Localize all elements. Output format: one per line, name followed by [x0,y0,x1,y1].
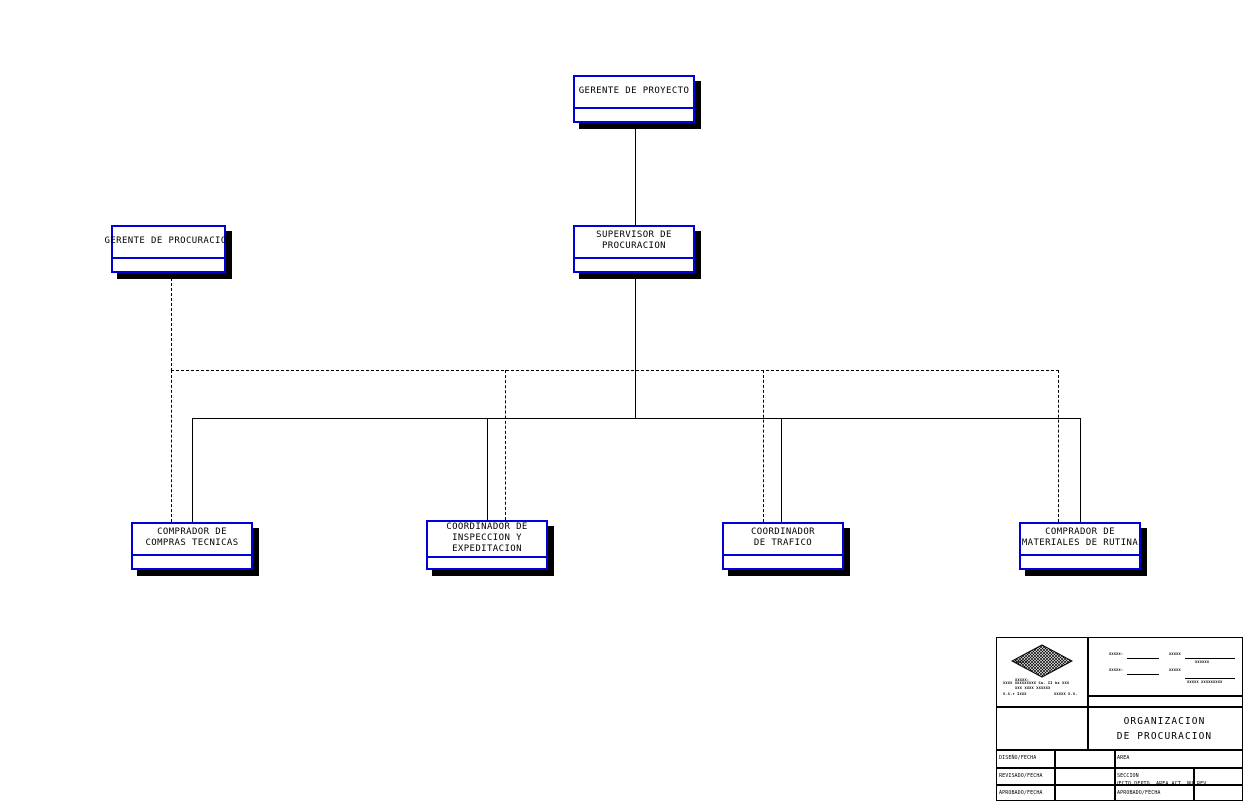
node-label: SUPERVISOR DE PROCURACION [596,230,672,251]
tb-field-b-label: XXXXX: [1109,668,1124,672]
tb-label-codigo-proyecto: PROYECTO DEPTO. AREA ACT. NUMERO [1117,781,1193,787]
tb-rule-col-3 [1193,767,1195,801]
edge-supervisor-bus [635,273,636,419]
title-block: XXXX XXXXXXXXX Sa. II bx XXX XXX XXXX XX… [996,637,1243,801]
company-logo-icon [1011,644,1073,678]
tb-label-area: AREA [1117,755,1130,761]
drawing-title: ORGANIZACION DE PROCURACION [1087,708,1242,749]
node-coordinador-inspeccion-expeditacion[interactable]: COORDINADOR DE INSPECCION Y EXPEDITACION [426,520,554,576]
dashed-drop-trafico [763,370,764,522]
node-frame [722,522,844,570]
node-gerente-procuracion[interactable]: GERENTE DE PROCURACION [105,225,232,279]
tb-rule-horizontal-fields [1087,695,1242,697]
drawing-title-line2: DE PROCURACION [1116,730,1213,742]
tb-label-revision: REV. [1197,781,1210,787]
node-divider [426,556,548,558]
tb-rule-col-2 [1114,749,1116,801]
solid-drop-compras-tecnicas [192,418,193,522]
tb-field-a-label: XXXXX: [1109,652,1124,656]
node-frame [573,225,695,273]
logo-text-line2: XXX XXXX XXXXXX [1015,686,1051,690]
tb-field-e-rule [1185,678,1235,679]
dashed-drop-materiales-rutina [1058,370,1059,522]
dashed-drop-compras-tecnicas [171,370,172,522]
solid-drop-inspeccion [487,418,488,520]
node-supervisor-procuracion[interactable]: SUPERVISOR DE PROCURACION [573,225,701,279]
node-frame [1019,522,1141,570]
tb-field-b-rule [1127,674,1159,675]
tb-rule-horizontal-logo [997,706,1087,708]
dashed-bus-horizontal [171,370,1059,371]
tb-label-aprobado-fecha-mid: APROBADO/FECHA [1117,790,1161,796]
node-divider [131,554,253,556]
drawing-title-line1: ORGANIZACION [1123,715,1206,727]
node-divider [1019,554,1141,556]
tb-label-seccion: SECCION [1117,772,1139,779]
node-coordinador-trafico[interactable]: COORDINADOR DE TRAFICO [722,522,850,576]
node-label: COMPRADOR DE COMPRAS TECNICAS [145,527,239,548]
tb-label-aprobado-fecha-left: APROBADO/FECHA [999,790,1043,796]
tb-rule-horizontal-rows [997,749,1242,751]
node-frame [426,520,548,570]
node-divider [573,257,695,259]
tb-field-label-1: XXXXX: [1015,660,1030,664]
node-label: COMPRADOR DE MATERIALES DE RUTINA [1021,527,1139,548]
node-label: COORDINADOR DE TRAFICO [750,527,815,548]
node-comprador-compras-tecnicas[interactable]: COMPRADOR DE COMPRAS TECNICAS [131,522,259,576]
tb-field-label-2: XXXXX: [1015,678,1030,682]
node-frame [573,75,695,123]
logo-text-line1: XXXX XXXXXXXXX Sa. II bx XXX [1003,681,1070,685]
tb-rule-col-1 [1054,749,1056,801]
node-frame [131,522,253,570]
tb-fields-area: XXXXX: XXXXX: XXXXX XXXXXX XXXXX XXXXX X… [1087,638,1242,695]
tb-rule-horizontal-title-top [1087,706,1242,708]
tb-field-a-rule [1127,658,1159,659]
logo-text-line3: X.S.r IXXX [1003,692,1027,696]
solid-drop-trafico [781,418,782,522]
edge-proyecto-supervisor [635,123,636,225]
tb-rule-vertical-logo [1087,638,1089,749]
node-divider [111,257,226,259]
tb-field-c-rule [1185,658,1235,659]
logo-text-line4: XXXXX X.X. [1054,692,1078,696]
node-divider [722,554,844,556]
node-frame [111,225,226,273]
tb-field-c-label: XXXXX [1169,652,1181,656]
edge-gerente-procuracion-bus [171,273,172,371]
tb-field-e-label: XXXXX [1169,668,1181,672]
node-divider [573,107,695,109]
node-label: COORDINADOR DE INSPECCION Y EXPEDITACION [446,521,528,554]
tb-label-revisado-fecha: REVISADO/FECHA [999,772,1043,779]
tb-rule-row-2 [997,784,1242,786]
solid-drop-materiales-rutina [1080,418,1081,522]
tb-rule-row-1 [997,767,1242,769]
tb-field-d-label: XXXXXX [1195,660,1210,664]
node-gerente-proyecto[interactable]: GERENTE DE PROYECTO [573,75,701,129]
node-label: GERENTE DE PROCURACION [104,235,233,246]
tb-field-f-label: XXXXX XXXXXXXXX [1187,680,1223,684]
tb-label-diseno-fecha: DISEÑO/FECHA [999,755,1037,761]
solid-bus-horizontal [192,418,1080,419]
dashed-drop-inspeccion [505,370,506,520]
node-comprador-materiales-rutina[interactable]: COMPRADOR DE MATERIALES DE RUTINA [1019,522,1147,576]
node-label: GERENTE DE PROYECTO [578,85,690,96]
